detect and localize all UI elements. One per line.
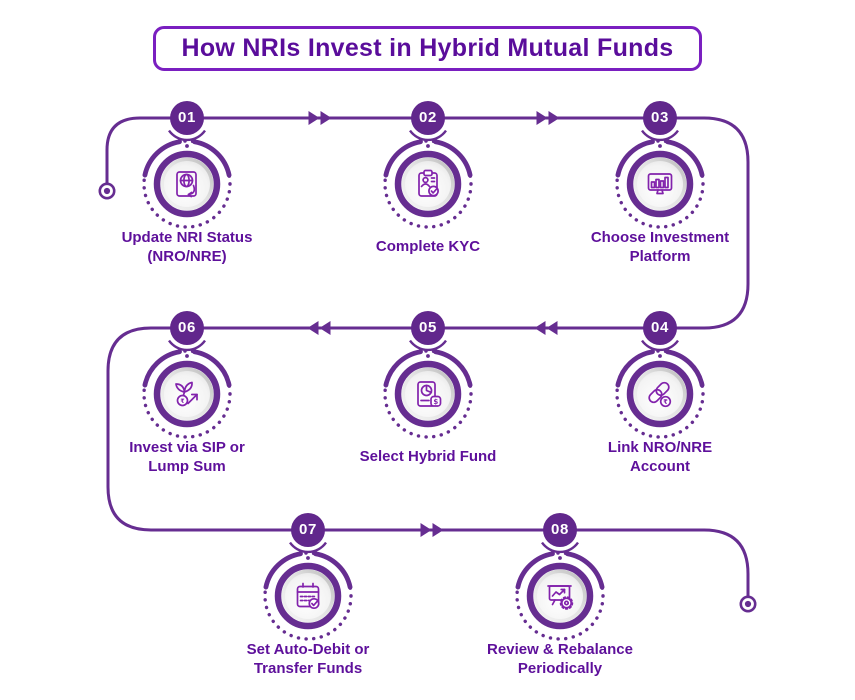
step-badge-07 (291, 513, 325, 547)
title-box: How NRIs Invest in Hybrid Mutual Funds (152, 26, 703, 71)
connector-path (105, 116, 750, 596)
medallion-ring (617, 351, 703, 437)
kyc-clipboard-icon (418, 169, 439, 197)
page-title: How NRIs Invest in Hybrid Mutual Funds (181, 34, 674, 62)
medallion-ring (517, 553, 603, 639)
step-label-line: Update NRI Status (121, 228, 253, 246)
step-label-06: Invest via SIP or Lump Sum (72, 436, 302, 478)
step-badge-04 (643, 311, 677, 345)
step-label-01: Update NRI Status (NRO/NRE) (72, 226, 302, 268)
svg-text:$: $ (433, 398, 438, 406)
auto-debit-calendar-icon (296, 582, 320, 610)
step-label-07: Set Auto-Debit or Transfer Funds (193, 638, 423, 680)
step-label-line: Link NRO/NRE (607, 438, 713, 456)
step-badge-02 (411, 101, 445, 135)
step-label-line: Select Hybrid Fund (359, 448, 497, 466)
passport-globe-icon (176, 171, 197, 198)
step-label-line: Set Auto-Debit or (246, 640, 370, 658)
step-badge-06 (170, 311, 204, 345)
medallion-ring (385, 351, 471, 437)
step-badge-01 (170, 101, 204, 135)
step-label-02: Complete KYC (313, 226, 543, 268)
step-label-03: Choose Investment Platform (545, 226, 775, 268)
hybrid-fund-document-icon: $ (417, 381, 442, 407)
step-label-04: Link NRO/NRE Account (545, 436, 775, 478)
step-badge-08 (543, 513, 577, 547)
step-label-line: Review & Rebalance (487, 640, 633, 658)
step-label-line: Transfer Funds (253, 660, 363, 677)
step-label-line: Account (630, 458, 690, 475)
svg-text:₹: ₹ (663, 398, 668, 406)
svg-text:₹: ₹ (180, 398, 184, 405)
step-label-line: Platform (629, 248, 691, 265)
step-label-line: Periodically (517, 660, 603, 677)
step-label-line: Complete KYC (375, 238, 481, 256)
step-label-line: Choose Investment (590, 228, 730, 246)
step-badge-05 (411, 311, 445, 345)
step-label-line: Lump Sum (148, 458, 226, 475)
investment-platform-monitor-icon (647, 173, 673, 195)
step-label-05: Select Hybrid Fund (313, 436, 543, 478)
step-badge-03 (643, 101, 677, 135)
review-rebalance-chart-icon (547, 585, 574, 610)
step-label-08: Review & Rebalance Periodically (445, 638, 675, 680)
link-account-chain-icon: ₹ (648, 381, 672, 408)
start-terminal-icon (98, 182, 116, 200)
step-label-line: Invest via SIP or (129, 438, 245, 456)
step-label-line: (NRO/NRE) (147, 248, 227, 265)
medallion-ring (144, 351, 230, 437)
medallion-ring (144, 141, 230, 227)
sip-growth-icon: ₹ (175, 381, 198, 407)
end-terminal-icon (739, 595, 757, 613)
